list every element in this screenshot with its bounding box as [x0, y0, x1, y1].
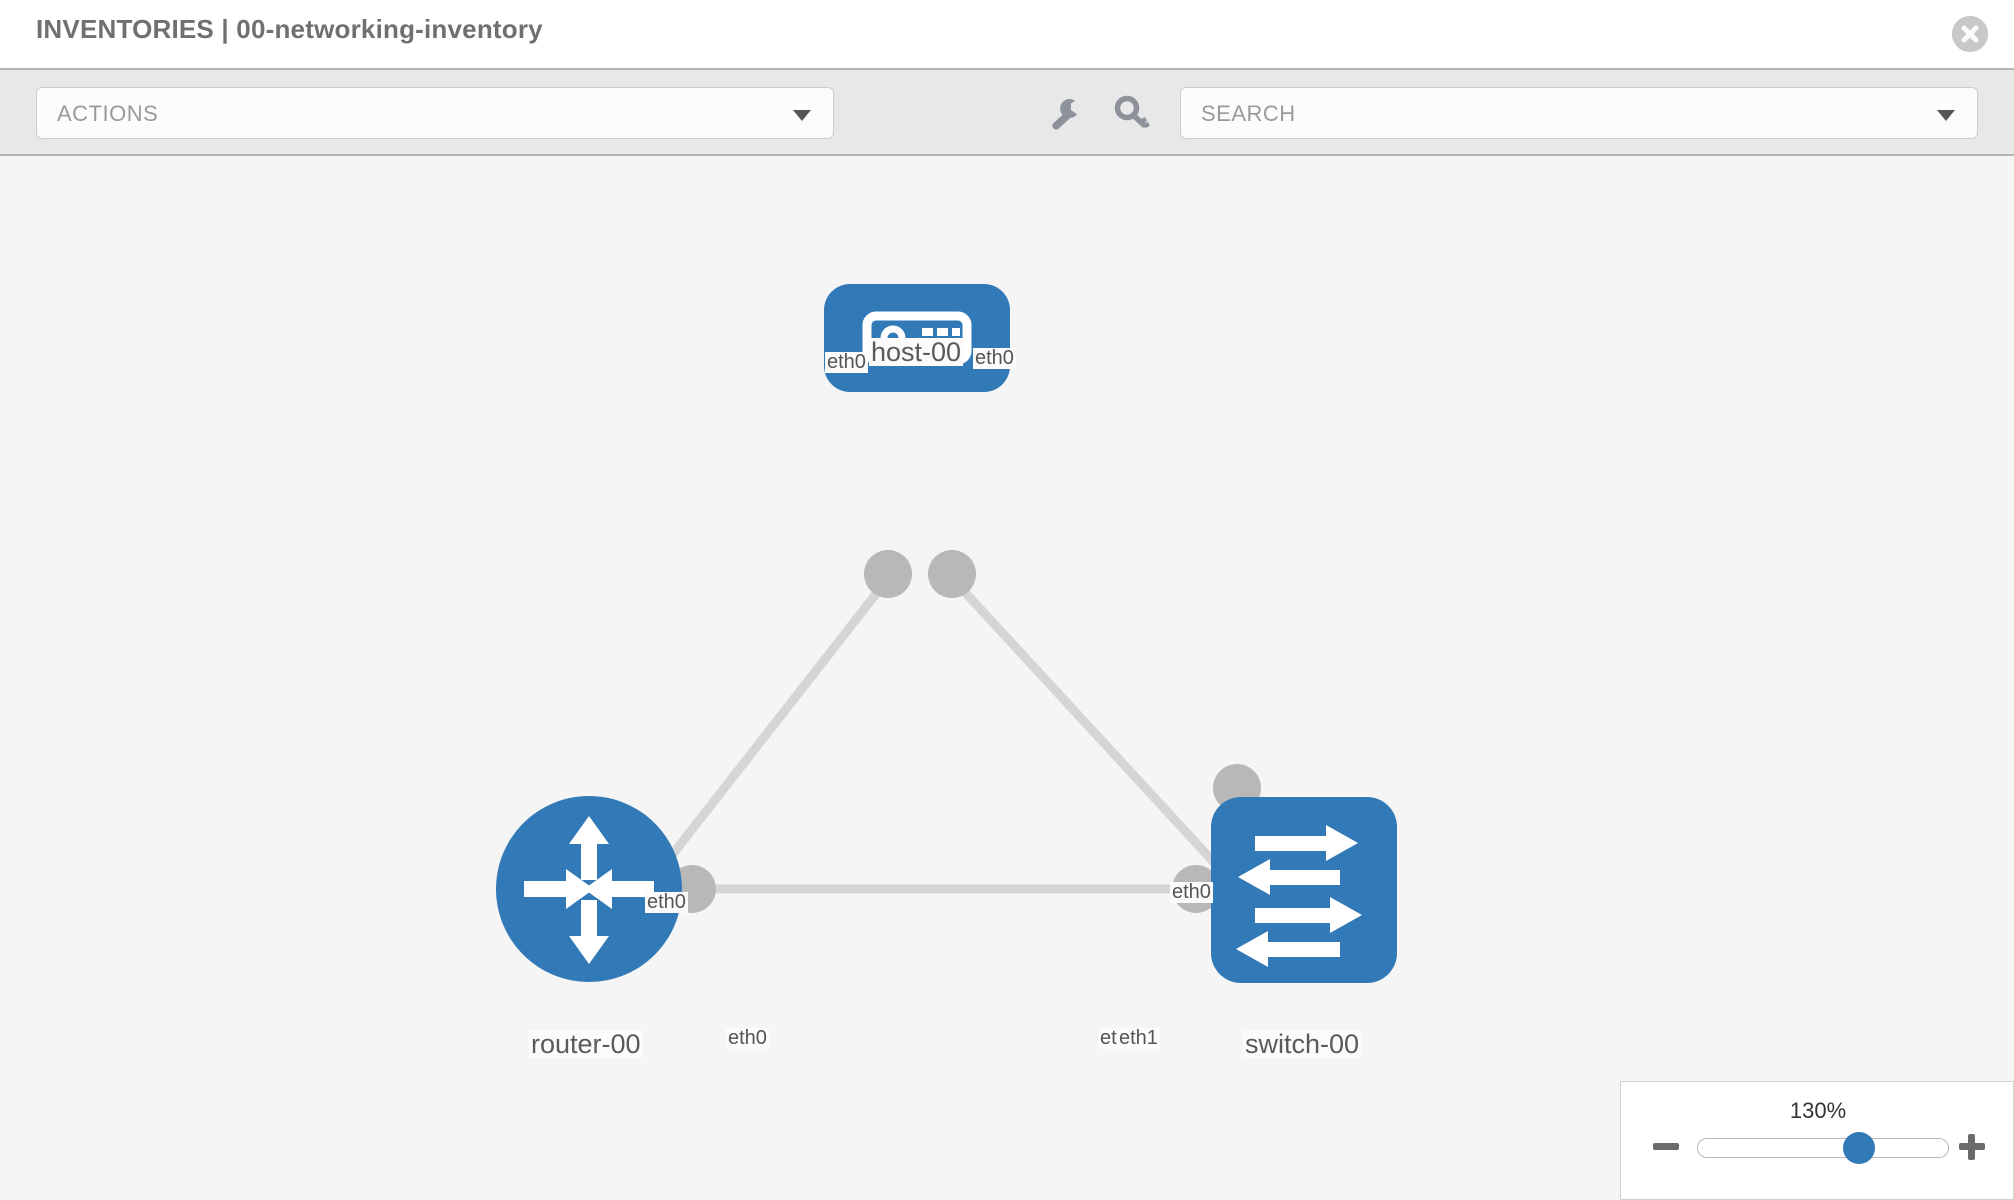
connector-knob[interactable]	[928, 550, 976, 598]
page-title: INVENTORIES | 00-networking-inventory	[36, 14, 543, 44]
close-button[interactable]	[1952, 16, 1988, 52]
zoom-level-value: 130%	[1789, 1098, 1847, 1123]
wrench-button[interactable]	[1042, 92, 1086, 136]
iface-label: eth0	[726, 1027, 769, 1049]
plus-icon	[1959, 1134, 1985, 1160]
iface-label: eth0	[825, 351, 868, 373]
zoom-slider-handle[interactable]	[1843, 1132, 1875, 1164]
page-header: INVENTORIES | 00-networking-inventory	[0, 0, 2014, 68]
router-arrows-icon	[524, 816, 654, 964]
iface-label: eth0	[645, 891, 688, 913]
wrench-icon	[1052, 99, 1078, 130]
node-switch-00[interactable]	[1211, 797, 1397, 983]
node-router-00[interactable]	[496, 796, 682, 982]
actions-dropdown[interactable]: ACTIONS	[36, 87, 834, 139]
zoom-out-button[interactable]	[1649, 1130, 1683, 1164]
key-button[interactable]	[1110, 92, 1154, 136]
iface-label: eth0	[1170, 881, 1213, 903]
chevron-down-icon	[793, 110, 811, 121]
connector-knob[interactable]	[864, 550, 912, 598]
iface-label: eth1	[1117, 1027, 1160, 1049]
toolbar: ACTIONS SEARCH	[0, 68, 2014, 156]
iface-label: eth0	[973, 347, 1016, 369]
zoom-in-button[interactable]	[1955, 1130, 1989, 1164]
close-icon	[1952, 16, 1988, 52]
chevron-down-icon	[1937, 110, 1955, 121]
search-input[interactable]: SEARCH	[1180, 87, 1978, 139]
link-host-router[interactable]	[636, 573, 894, 899]
actions-dropdown-label: ACTIONS	[57, 101, 159, 126]
zoom-slider-track[interactable]	[1697, 1138, 1949, 1158]
topology-graph	[496, 284, 1397, 983]
node-label-host: host-00	[869, 337, 964, 367]
node-label-switch: switch-00	[1243, 1029, 1362, 1059]
link-host-switch[interactable]	[946, 572, 1249, 900]
minus-icon	[1653, 1143, 1679, 1150]
node-label-router: router-00	[529, 1029, 643, 1059]
switch-arrows-icon	[1236, 825, 1362, 967]
search-placeholder: SEARCH	[1201, 101, 1296, 126]
zoom-control-panel: 130%	[1620, 1081, 2014, 1200]
topology-canvas[interactable]: eth0 eth0 eth0 eth0 eth0 eth0 eth1 host-…	[0, 156, 2014, 1200]
key-icon	[1114, 95, 1150, 129]
